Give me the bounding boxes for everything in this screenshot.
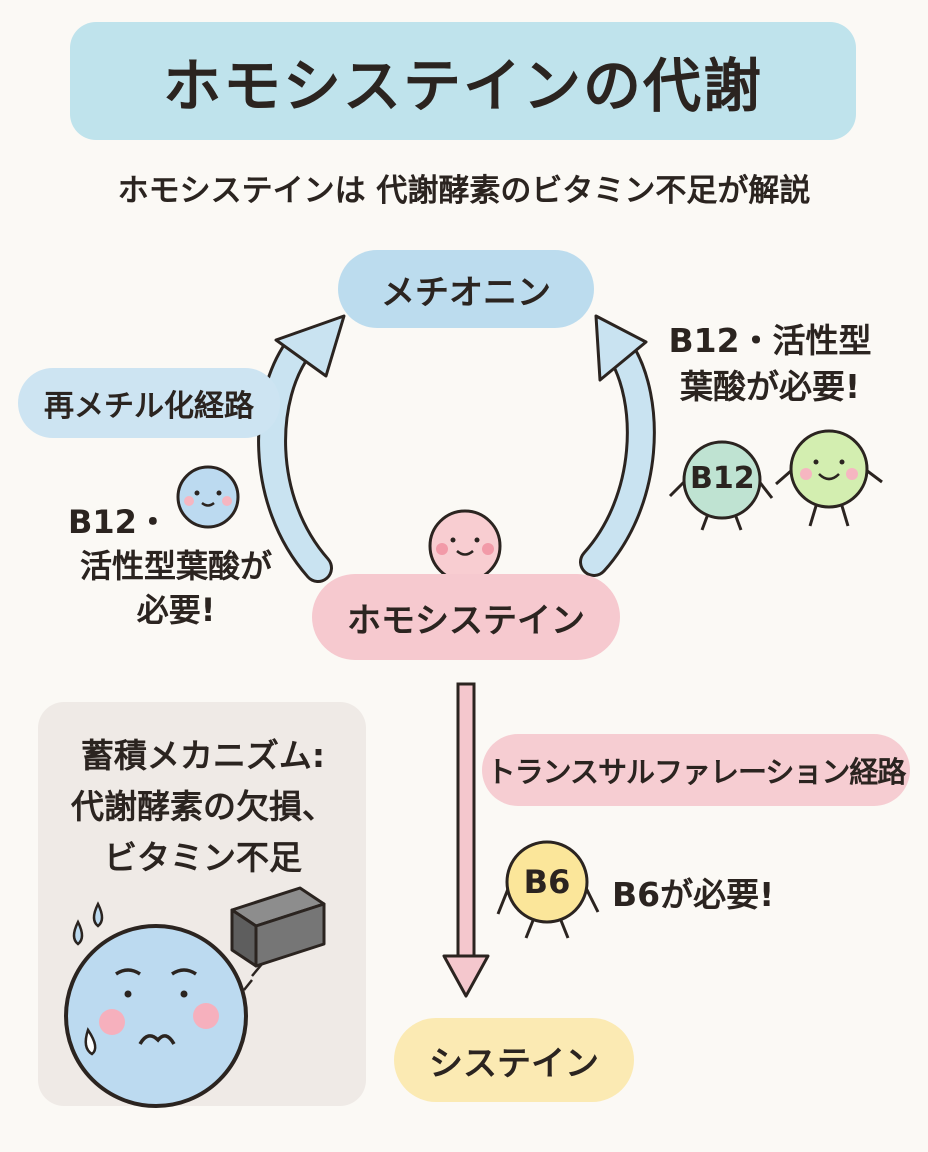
mechanism-text: 蓄積メカニズム: 代謝酵素の欠損、 ビタミン不足	[71, 736, 335, 877]
remethylation-arrow	[257, 314, 346, 583]
blue-vitamin-character	[176, 465, 240, 529]
pink-homocysteine-character	[428, 509, 502, 583]
remethylation-pathway-label: 再メチル化経路	[18, 368, 280, 438]
b6-character-label: B6	[523, 863, 571, 901]
left-vitamin-note: B12・ 活性型葉酸が 必要!	[68, 503, 272, 629]
transsulfuration-pathway-label: トランスサルファレーション経路	[482, 734, 910, 806]
blocked-enzyme-block	[230, 886, 326, 991]
subtitle: ホモシステインは 代謝酵素のビタミン不足が解説	[117, 173, 811, 209]
cysteine-node: システイン	[394, 1018, 634, 1102]
b12-character-label: B12	[690, 461, 755, 496]
page-title: ホモシステインの代謝	[70, 22, 856, 140]
b6-note: B6が必要!	[612, 875, 775, 914]
methionine-node: メチオニン	[338, 250, 594, 328]
worried-character	[64, 901, 248, 1108]
right-return-arrow	[579, 314, 656, 577]
b12-character	[668, 440, 774, 531]
homocysteine-node: ホモシステイン	[312, 574, 620, 660]
right-vitamin-note: B12・活性型 葉酸が必要!	[668, 321, 872, 406]
transsulfuration-arrow	[442, 682, 490, 998]
green-smiley-character	[775, 429, 883, 527]
b6-character	[496, 840, 600, 939]
